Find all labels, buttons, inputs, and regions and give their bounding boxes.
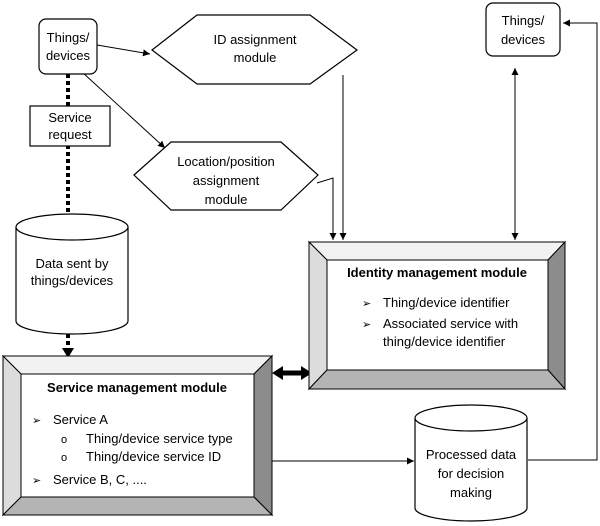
things-devices-left-node: Things/ devices	[38, 18, 98, 75]
arrow-processed-to-things	[528, 19, 598, 461]
double-arrowhead-left	[272, 366, 283, 380]
service-request-label-1: Service	[48, 110, 91, 125]
things-devices-right-box	[485, 2, 561, 57]
identity-face	[326, 259, 549, 371]
service-sub2-label: Thing/device service ID	[86, 449, 221, 464]
things-right-label-2: devices	[501, 32, 546, 47]
location-label-2: assignment	[193, 173, 260, 188]
location-label-1: Location/position	[177, 154, 275, 169]
service-bevel-left	[2, 354, 22, 517]
service-bc-bullet: ➢	[32, 474, 41, 487]
arrow-things-to-id-assignment	[96, 44, 151, 57]
service-a-bullet: ➢	[32, 414, 41, 427]
identity-title: Identity management module	[347, 265, 527, 280]
identity-bevel-left	[308, 240, 328, 391]
location-label-3: module	[205, 192, 248, 207]
service-request-node: Service request	[29, 105, 111, 147]
id-assignment-hexagon	[151, 14, 359, 85]
processed-cylinder-body	[414, 418, 528, 522]
processed-data-node: Processed data for decision making	[414, 404, 528, 522]
identity-management-node: Identity management module ➢ Thing/devic…	[307, 240, 567, 391]
service-bc-label: Service B, C, ....	[53, 472, 147, 487]
identity-item-3: thing/device identifier	[383, 334, 506, 349]
service-request-box	[29, 105, 111, 147]
things-left-label-1: Things/	[47, 30, 90, 45]
service-a-label: Service A	[53, 412, 108, 427]
processed-cylinder-top	[414, 404, 528, 432]
things-devices-left-box	[38, 18, 98, 75]
id-assignment-label-2: module	[234, 50, 277, 65]
arrowhead-data-to-service	[62, 348, 74, 358]
location-hexagon	[133, 141, 319, 211]
service-sub1-marker: o	[61, 434, 67, 446]
arrow-location-to-identity	[316, 177, 337, 240]
things-devices-right-node: Things/ devices	[485, 2, 561, 57]
things-left-label-2: devices	[46, 48, 91, 63]
service-request-label-2: request	[48, 127, 92, 142]
identity-bevel-bottom	[307, 369, 567, 390]
data-sent-label-1: Data sent by	[36, 256, 109, 271]
service-management-node: Service management module ➢ Service A o …	[1, 354, 274, 517]
data-sent-cylinder-top	[15, 213, 129, 241]
service-title: Service management module	[47, 380, 227, 395]
service-bevel-bottom	[1, 496, 274, 516]
service-bevel-right	[253, 354, 273, 517]
id-assignment-label-1: ID assignment	[213, 32, 296, 47]
service-face	[20, 373, 255, 498]
data-sent-label-2: things/devices	[31, 273, 114, 288]
processed-label-2: for decision	[438, 466, 504, 481]
id-assignment-node: ID assignment module	[151, 14, 359, 85]
location-assignment-node: Location/position assignment module	[133, 141, 319, 211]
connectors	[62, 19, 598, 465]
identity-item-1: Thing/device identifier	[383, 295, 510, 310]
service-sub2-marker: o	[61, 452, 67, 464]
service-bevel-top	[1, 355, 274, 375]
processed-label-3: making	[450, 485, 492, 500]
data-sent-cylinder-body	[15, 227, 129, 335]
identity-bullet-2: ➢	[362, 318, 371, 331]
identity-bullet-1: ➢	[362, 297, 371, 310]
identity-bevel-top	[307, 241, 567, 261]
data-sent-node: Data sent by things/devices	[15, 213, 129, 335]
identity-item-2: Associated service with	[383, 316, 518, 331]
identity-bevel-right	[547, 240, 566, 391]
things-right-label-1: Things/	[502, 13, 545, 28]
processed-label-1: Processed data	[426, 447, 517, 462]
arrow-things-to-location	[81, 71, 166, 149]
double-arrowhead-right	[301, 366, 312, 380]
service-sub1-label: Thing/device service type	[86, 431, 233, 446]
